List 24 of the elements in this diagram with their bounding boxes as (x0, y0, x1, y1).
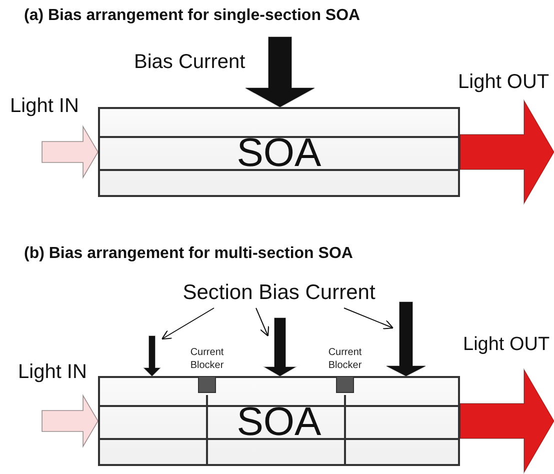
arrow-label: Light OUT (463, 334, 550, 357)
block-arrow (460, 99, 554, 205)
arrow-label: Light OUT (458, 70, 550, 94)
block-arrow (143, 336, 161, 377)
callout-text: Section Bias Current (176, 278, 382, 308)
leader-line (161, 308, 214, 340)
panel-title: (a) Bias arrangement for single-section SOA (24, 6, 360, 26)
block-arrow (460, 368, 554, 474)
block-arrow (245, 36, 315, 108)
soa-waveguide-box (98, 107, 460, 197)
leader-line (256, 308, 270, 337)
arrow-label: Bias Current (134, 50, 246, 74)
soa-label: SOA (236, 137, 322, 170)
block-arrow (42, 125, 98, 179)
blocker-label: Current Blocker (327, 346, 363, 373)
leader-line (344, 308, 394, 330)
panel-title: (b) Bias arrangement for multi-section SOA (24, 244, 353, 264)
block-arrow (386, 302, 426, 376)
arrow-label: Light IN (18, 360, 87, 384)
block-arrow (263, 318, 297, 376)
soa-label: SOA (236, 406, 322, 439)
blocker-label: Current Blocker (189, 346, 225, 373)
arrow-label: Light IN (10, 94, 79, 118)
block-arrow (42, 394, 98, 448)
